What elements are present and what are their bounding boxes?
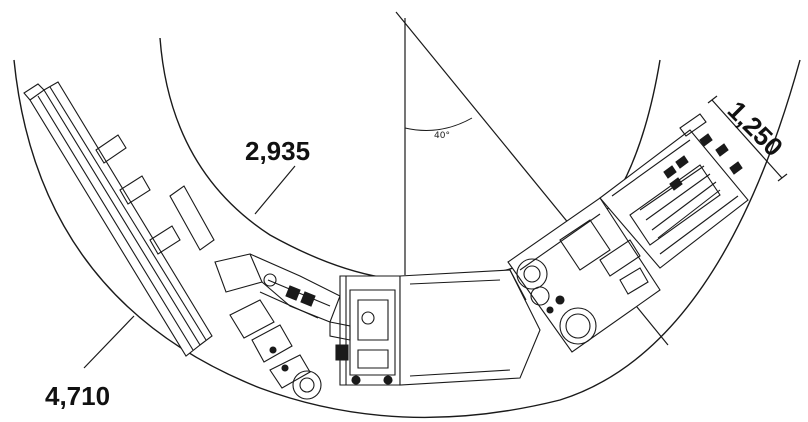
boom-arm <box>214 253 341 323</box>
inner-radius-leader <box>254 165 296 215</box>
angle-label: 40° <box>434 131 450 141</box>
inner-radius-label: 2,935 <box>245 136 310 166</box>
engine-pack <box>599 113 749 269</box>
outer-radius-label: 4,710 <box>45 381 110 411</box>
drill-rig-drawing <box>23 81 749 400</box>
outer-radius-leader <box>83 315 135 369</box>
angle-arc <box>404 117 473 131</box>
outer-turning-arc <box>13 59 801 419</box>
rear-chassis <box>507 197 661 353</box>
front-frame <box>329 275 401 386</box>
drill-feed-beam <box>23 81 322 400</box>
center-body <box>399 269 541 386</box>
